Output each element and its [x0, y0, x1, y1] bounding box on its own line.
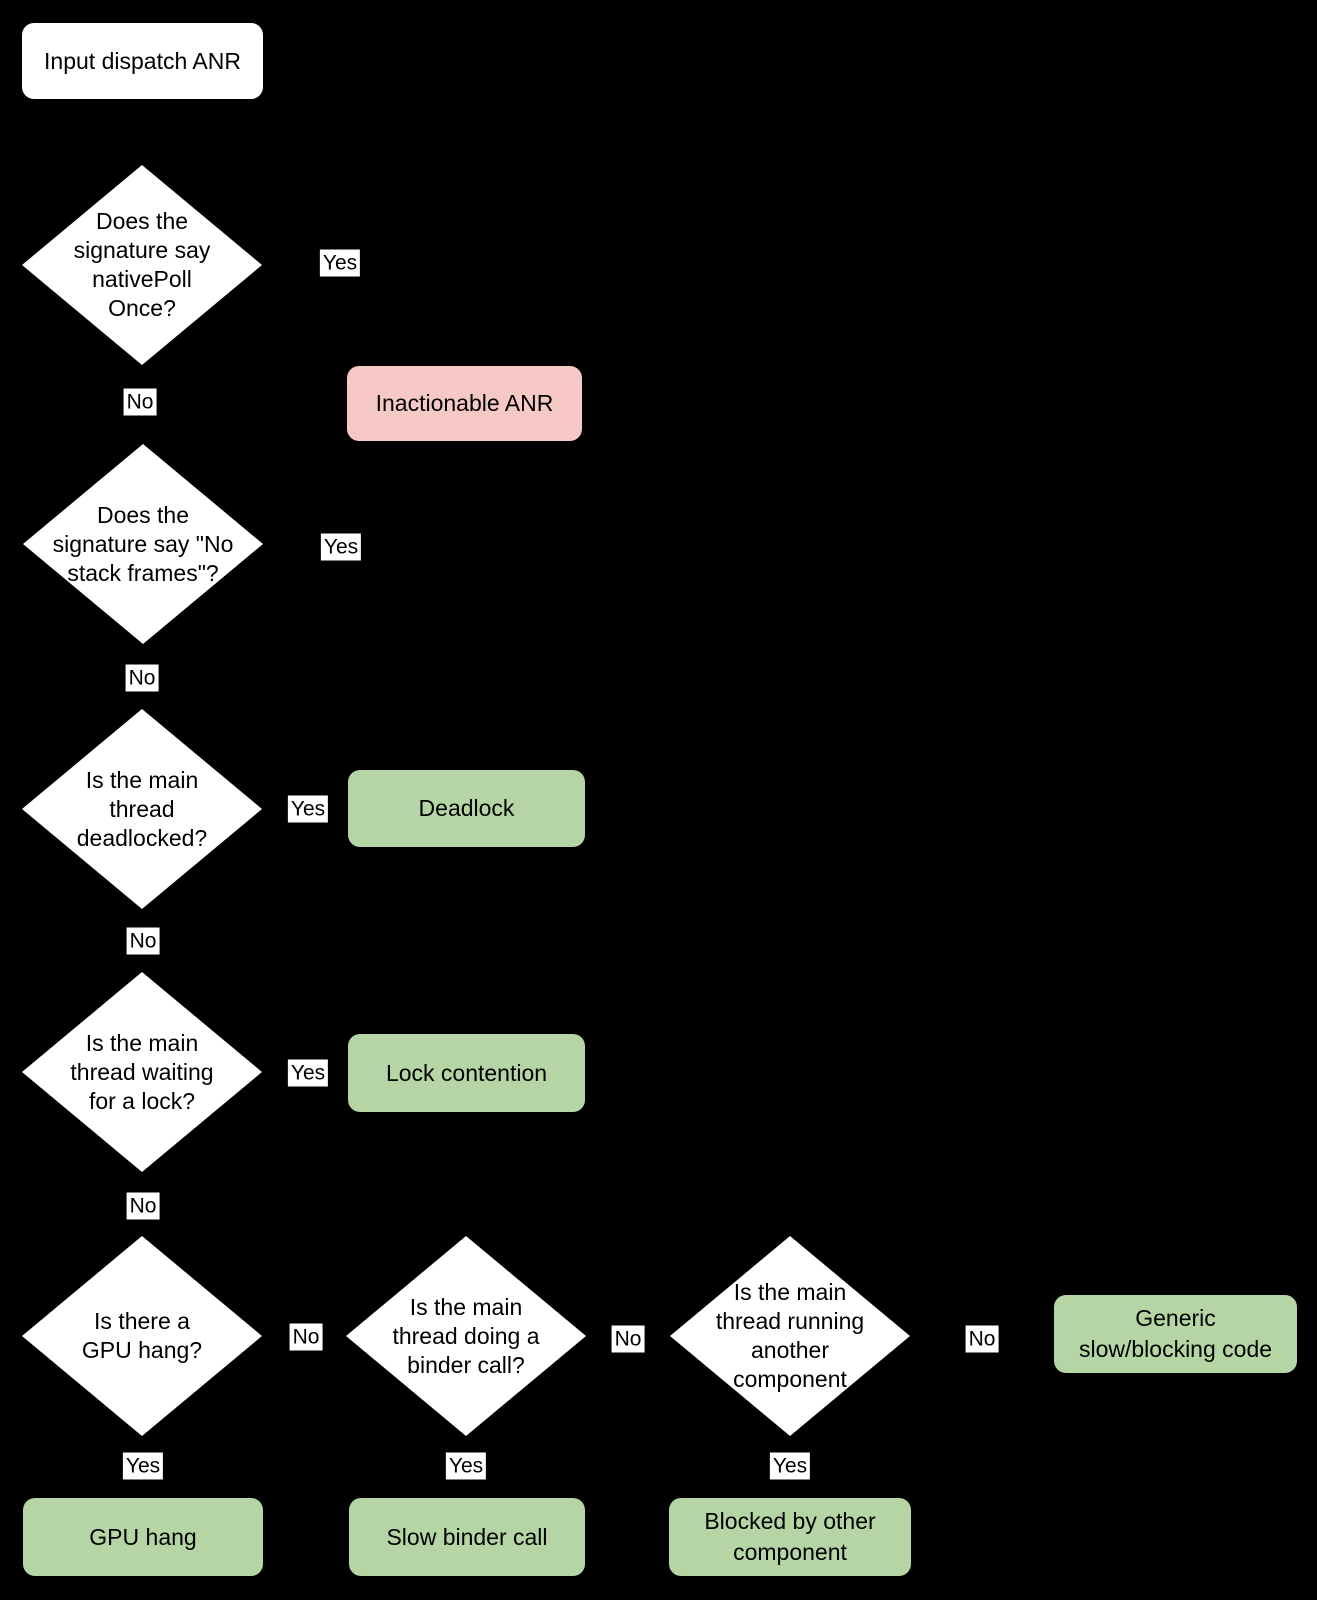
- edge-label-d2-yes: Yes: [320, 533, 362, 561]
- outcome-gpu-hang: GPU hang: [23, 1498, 263, 1576]
- edge-label-d7-yes: Yes: [769, 1452, 811, 1480]
- edge-label-d5-yes: Yes: [122, 1452, 164, 1480]
- outcome-inactionable-anr: Inactionable ANR: [347, 366, 582, 441]
- edge-label-d4-yes: Yes: [287, 1059, 329, 1087]
- edge-label-d7-no: No: [965, 1325, 999, 1353]
- outcome-blocked-by-other-component: Blocked by other component: [669, 1498, 911, 1576]
- edge-label-d5-no: No: [289, 1323, 323, 1351]
- edge-label-d3-no: No: [126, 927, 160, 955]
- edge-label-d4-no: No: [126, 1192, 160, 1220]
- outcome-generic-slow-blocking-code: Generic slow/blocking code: [1054, 1295, 1297, 1373]
- outcome-deadlock: Deadlock: [348, 770, 585, 847]
- edge-label-d2-no: No: [125, 664, 159, 692]
- edge-label-d1-yes: Yes: [319, 249, 361, 277]
- edge-label-d1-no: No: [123, 388, 157, 416]
- start-node-input-dispatch-anr: Input dispatch ANR: [22, 23, 263, 99]
- edge-label-d6-yes: Yes: [445, 1452, 487, 1480]
- outcome-slow-binder-call: Slow binder call: [349, 1498, 585, 1576]
- edge-label-d6-no: No: [611, 1325, 645, 1353]
- edge-d1-yes-to-inactionable: [262, 264, 471, 366]
- outcome-lock-contention: Lock contention: [348, 1034, 585, 1112]
- edge-label-d3-yes: Yes: [287, 795, 329, 823]
- edge-d2-yes-to-inactionable: [263, 441, 471, 545]
